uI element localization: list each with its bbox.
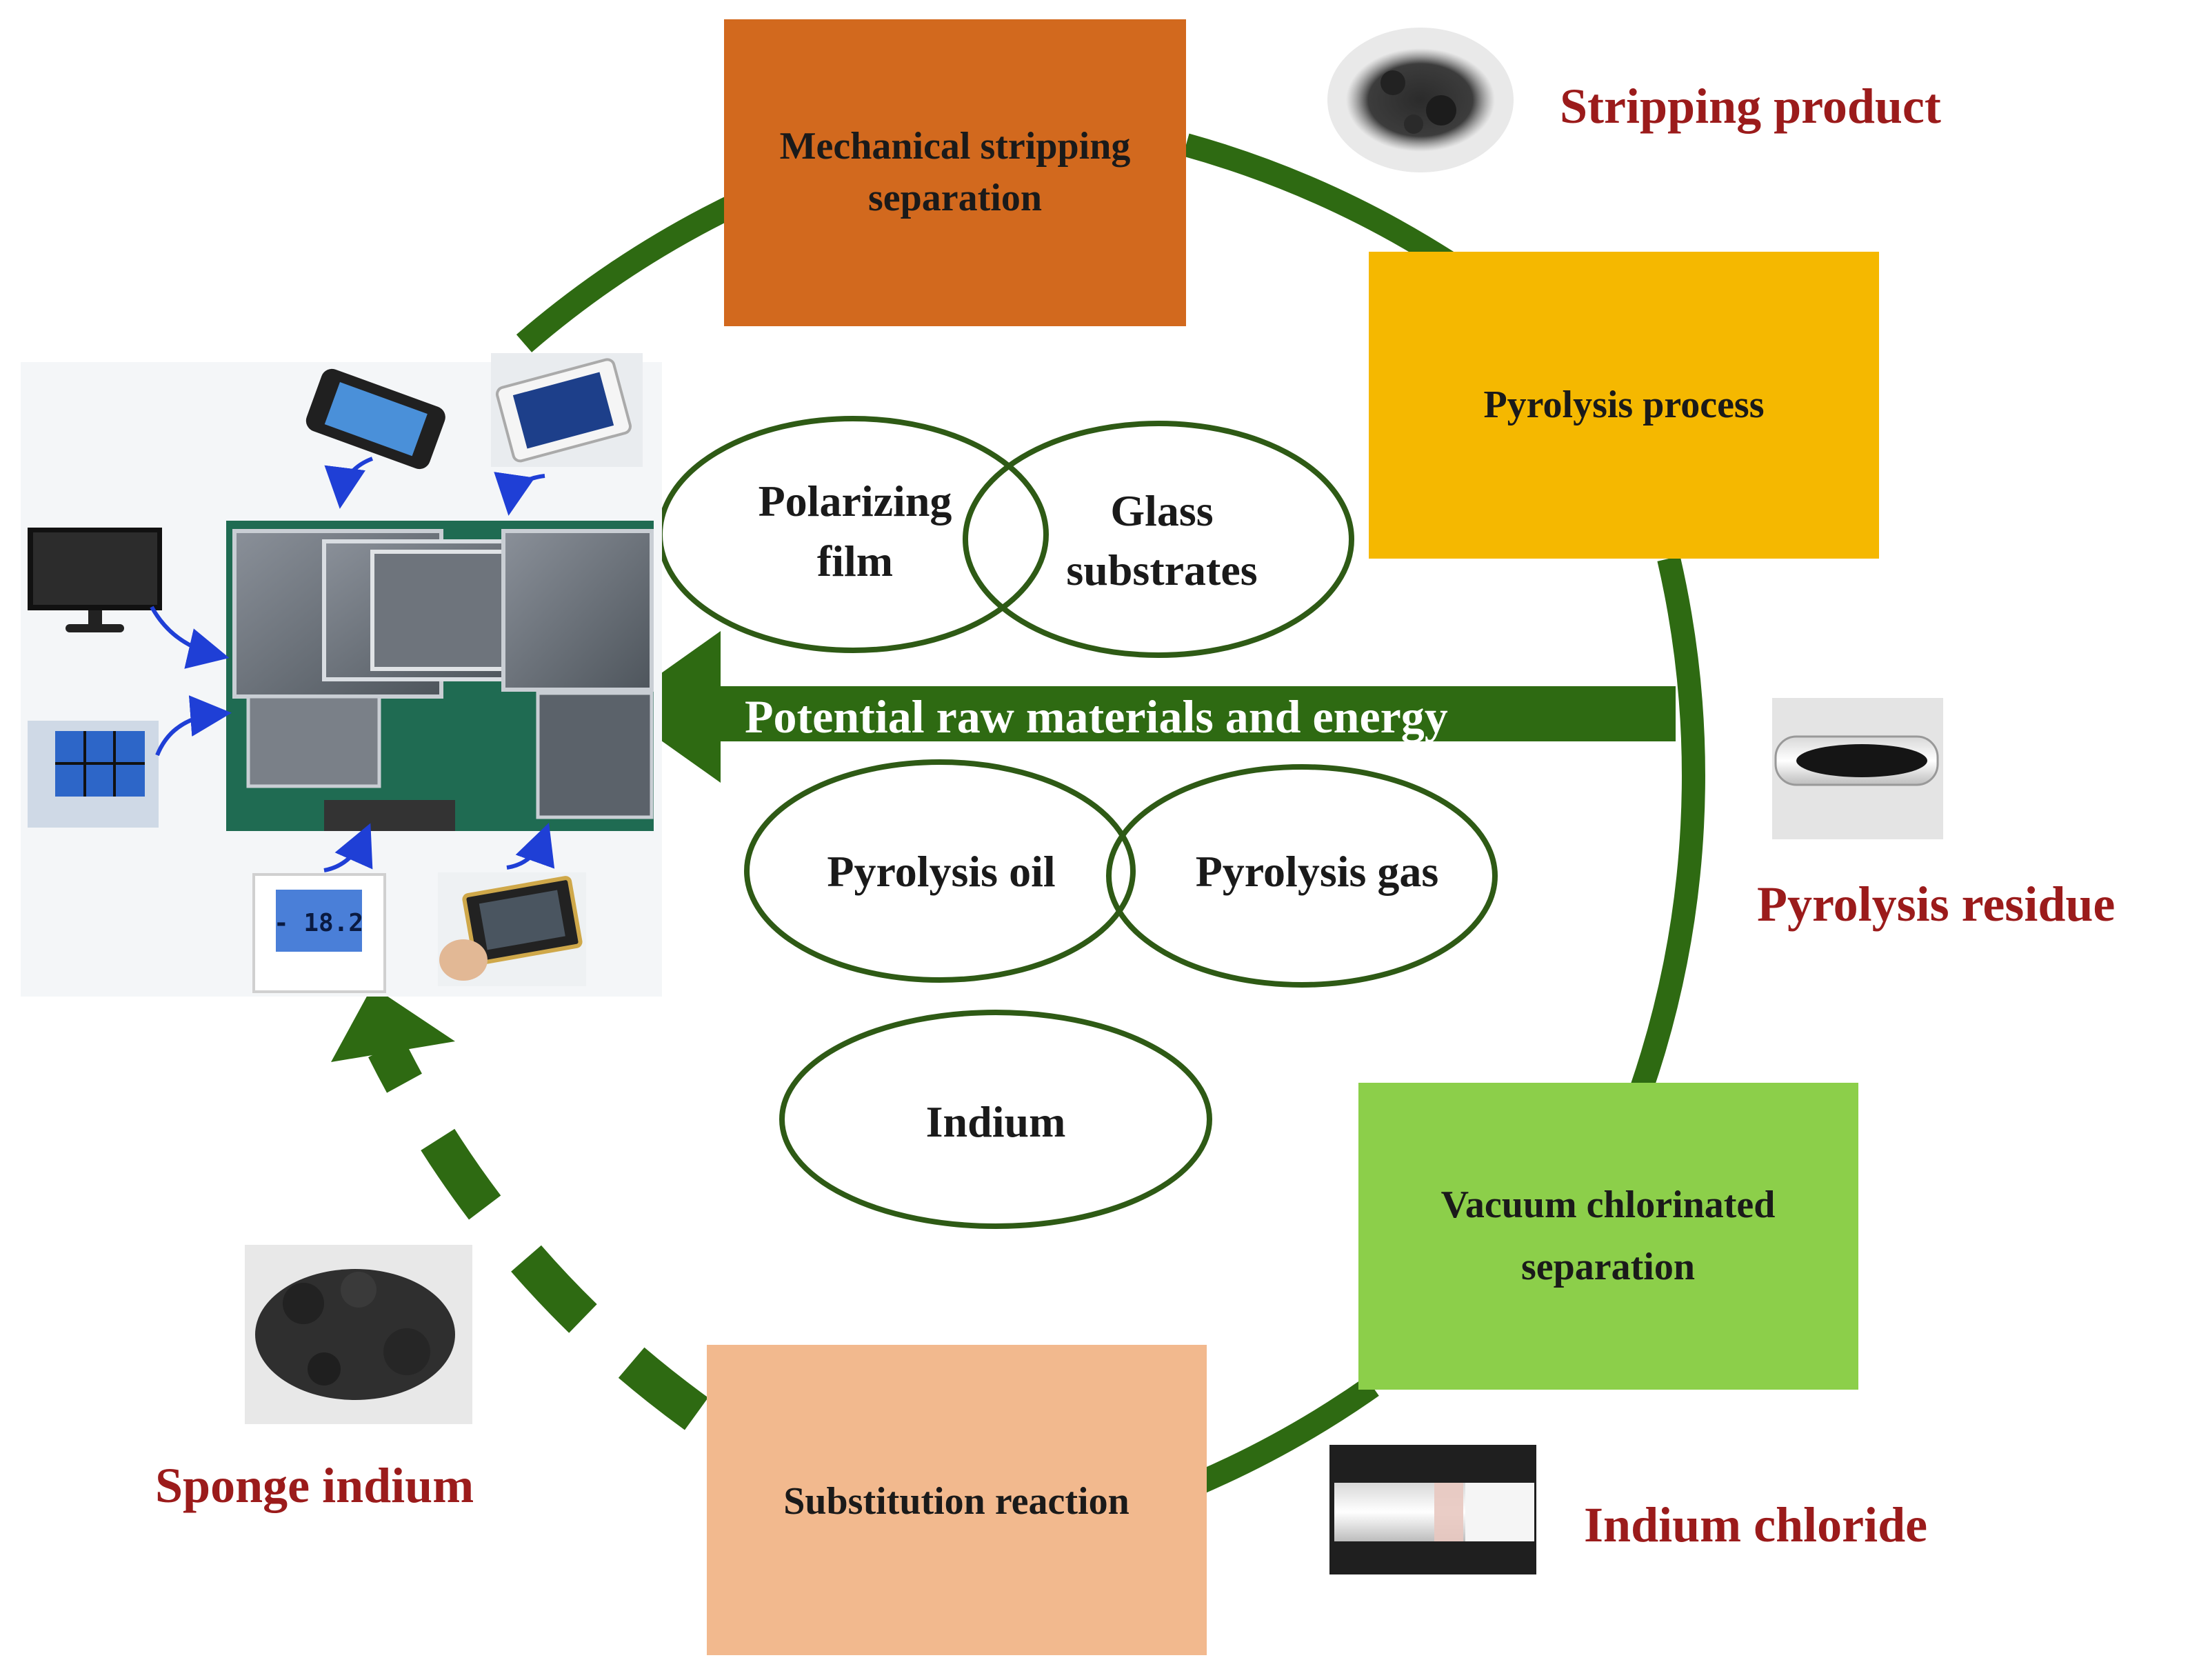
monitor-icon [28,528,162,632]
oval-pyrolysis-gas: Pyrolysis gas [1106,764,1498,988]
center-arrow-shaft [696,686,1676,741]
cycle-arc-top-right [1183,133,1455,272]
thermostat-to-panels-arrow [323,823,373,872]
oval-indium-label: Indium [926,1097,1066,1146]
videowall-to-panels-arrow [155,695,232,757]
recycling-cycle-ring [516,133,1705,1494]
oval-pyrolysis-oil: Pyrolysis oil [744,759,1136,983]
oval-glass-label-line2: substrates [1066,546,1257,594]
return-arrow-head [331,986,455,1062]
sponge-indium-photo [245,1245,472,1424]
lcd-module-icon [438,872,586,986]
label-sponge-indium: Sponge indium [155,1458,474,1513]
box-vacuum-chlorinated: Vacuum chlorinated separation [1358,1083,1858,1390]
oval-polarizing-label-line2: film [817,537,893,586]
phone-to-panels-arrow [324,457,374,509]
oval-pyrolysis-gas-label: Pyrolysis gas [1196,847,1439,896]
label-pyrolysis-residue: Pyrolysis residue [1757,877,2115,932]
lcdmodule-to-panels-arrow [506,823,555,870]
stripping-product-photo [1327,28,1514,172]
center-arrow-label: Potential raw materials and energy [745,690,1448,743]
cycle-arc-right [1629,556,1705,1094]
lcd-panels-photo [226,521,654,831]
box-substitution-reaction: Substitution reaction [707,1345,1207,1655]
pyrolysis-residue-photo [1772,698,1943,839]
smartphone-icon [305,368,445,470]
box-mechanical-label-line1: Mechanical stripping [780,125,1131,168]
oval-polarizing-film: Polarizing film [657,416,1049,653]
cycle-arc-top-left [516,189,750,352]
label-stripping-product: Stripping product [1560,79,1941,134]
device-collage-panel: - 18.2 [21,353,662,997]
video-wall-icon [28,721,159,828]
oval-indium: Indium [779,1010,1212,1229]
box-substitution-label: Substitution reaction [783,1480,1129,1523]
tablet-to-panels-arrow [494,472,545,516]
return-arrow-dashed [331,986,709,1430]
box-mechanical-stripping: Mechanical stripping separation [724,19,1186,326]
label-indium-chloride: Indium chloride [1584,1497,1927,1552]
oval-polarizing-label-line1: Polarizing [759,477,952,526]
indium-chloride-photo [1329,1445,1536,1574]
cycle-arc-bottom-right [1195,1377,1379,1494]
oval-glass-substrates: Glass substrates [963,421,1354,658]
oval-glass-label-line1: Glass [1110,486,1213,535]
tablet-icon [491,353,643,467]
thermostat-icon: - 18.2 [252,873,386,993]
thermostat-display-text: - 18.2 [274,909,363,937]
box-pyrolysis-process: Pyrolysis process [1369,252,1879,559]
box-vacuum-label-line1: Vacuum chlorinated [1441,1183,1776,1226]
center-arrow: Potential raw materials and energy [614,631,1676,783]
box-vacuum-label-line2: separation [1521,1246,1695,1288]
center-arrow-head [614,631,721,783]
oval-pyrolysis-oil-label: Pyrolysis oil [827,847,1055,896]
monitor-to-panels-arrow [150,606,230,669]
box-mechanical-label-line2: separation [868,177,1042,219]
box-pyrolysis-label: Pyrolysis process [1483,383,1764,426]
